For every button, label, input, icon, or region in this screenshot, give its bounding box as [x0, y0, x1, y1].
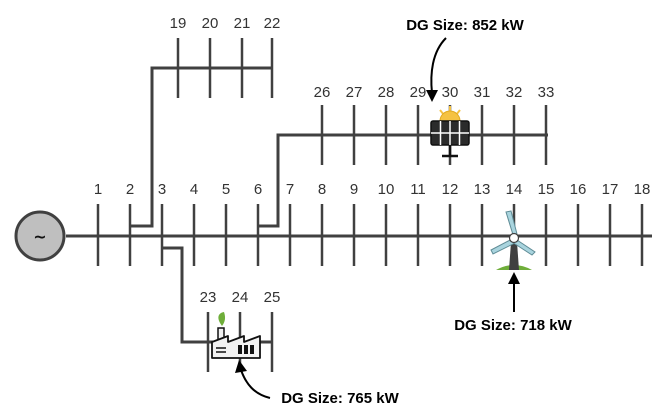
bus-label-25: 25	[264, 289, 281, 306]
bus-label-8: 8	[318, 181, 326, 198]
plant-leaf	[218, 312, 226, 326]
bus-label-12: 12	[442, 181, 459, 198]
bus-label-6: 6	[254, 181, 262, 198]
ac-generator-icon: ~	[14, 210, 66, 262]
bus-label-15: 15	[538, 181, 555, 198]
dg-label-chp: DG Size: 765 kW	[281, 390, 399, 407]
dg-arrow-chp	[235, 360, 271, 399]
bus-label-1: 1	[94, 181, 102, 198]
lateral-26-33-line	[258, 133, 548, 228]
bus-label-30: 30	[442, 84, 459, 101]
bus-label-9: 9	[350, 181, 358, 198]
bus-label-22: 22	[264, 15, 281, 32]
dg-arrow-solar	[426, 37, 447, 102]
factory-window	[250, 345, 254, 354]
main-bus-labels: 1 2 3 4 5 6 7 8 9 10 11 12 13 14 15 16 1…	[94, 181, 651, 198]
bus-label-13: 13	[474, 181, 491, 198]
bus-label-19: 19	[170, 15, 187, 32]
main-buses	[96, 204, 644, 266]
bus-label-2: 2	[126, 181, 134, 198]
lateral-19-22-labels: 19 20 21 22	[170, 15, 281, 32]
bus-label-27: 27	[346, 84, 363, 101]
lateral-19-22-buses	[176, 38, 274, 98]
bus-label-24: 24	[232, 289, 249, 306]
bus-label-4: 4	[190, 181, 198, 198]
bus-label-10: 10	[378, 181, 395, 198]
bus-label-17: 17	[602, 181, 619, 198]
bus-label-32: 32	[506, 84, 523, 101]
lateral-26-33-labels: 26 27 28 29 30 31 32 33	[314, 84, 555, 101]
bus-label-5: 5	[222, 181, 230, 198]
bus-label-7: 7	[286, 181, 294, 198]
bus-label-21: 21	[234, 15, 251, 32]
lateral-19-22-line	[130, 66, 272, 228]
bus-label-18: 18	[634, 181, 651, 198]
bus-label-28: 28	[378, 84, 395, 101]
generator-circle	[14, 210, 66, 262]
bus-label-26: 26	[314, 84, 331, 101]
bus-label-33: 33	[538, 84, 555, 101]
turbine-tower	[509, 242, 519, 270]
arrow-head	[235, 360, 247, 373]
dg-label-wind: DG Size: 718 kW	[454, 317, 572, 334]
turbine-hub	[508, 232, 520, 244]
generator-symbol: ~	[33, 227, 46, 246]
bus-label-31: 31	[474, 84, 491, 101]
arrow-head	[508, 272, 520, 284]
factory-icon	[211, 312, 261, 359]
dg-arrow-wind	[508, 272, 520, 312]
factory-window	[238, 345, 242, 354]
sun-shape	[439, 110, 461, 122]
bus-label-29: 29	[410, 84, 427, 101]
solar-panel-icon	[430, 106, 470, 158]
bus-label-14: 14	[506, 181, 523, 198]
bus-label-3: 3	[158, 181, 166, 198]
bus-label-23: 23	[200, 289, 217, 306]
arrow-head	[426, 90, 438, 102]
bus-label-11: 11	[410, 181, 426, 198]
factory-window	[244, 345, 248, 354]
dg-label-solar: DG Size: 852 kW	[406, 17, 524, 34]
arrow-line	[240, 369, 271, 399]
bus-label-20: 20	[202, 15, 219, 32]
arrow-line	[430, 37, 447, 94]
wind-turbine-icon	[490, 210, 536, 270]
lateral-23-25-line	[162, 246, 272, 344]
bus-label-16: 16	[570, 181, 587, 198]
lateral-23-25-labels: 23 24 25	[200, 289, 281, 306]
